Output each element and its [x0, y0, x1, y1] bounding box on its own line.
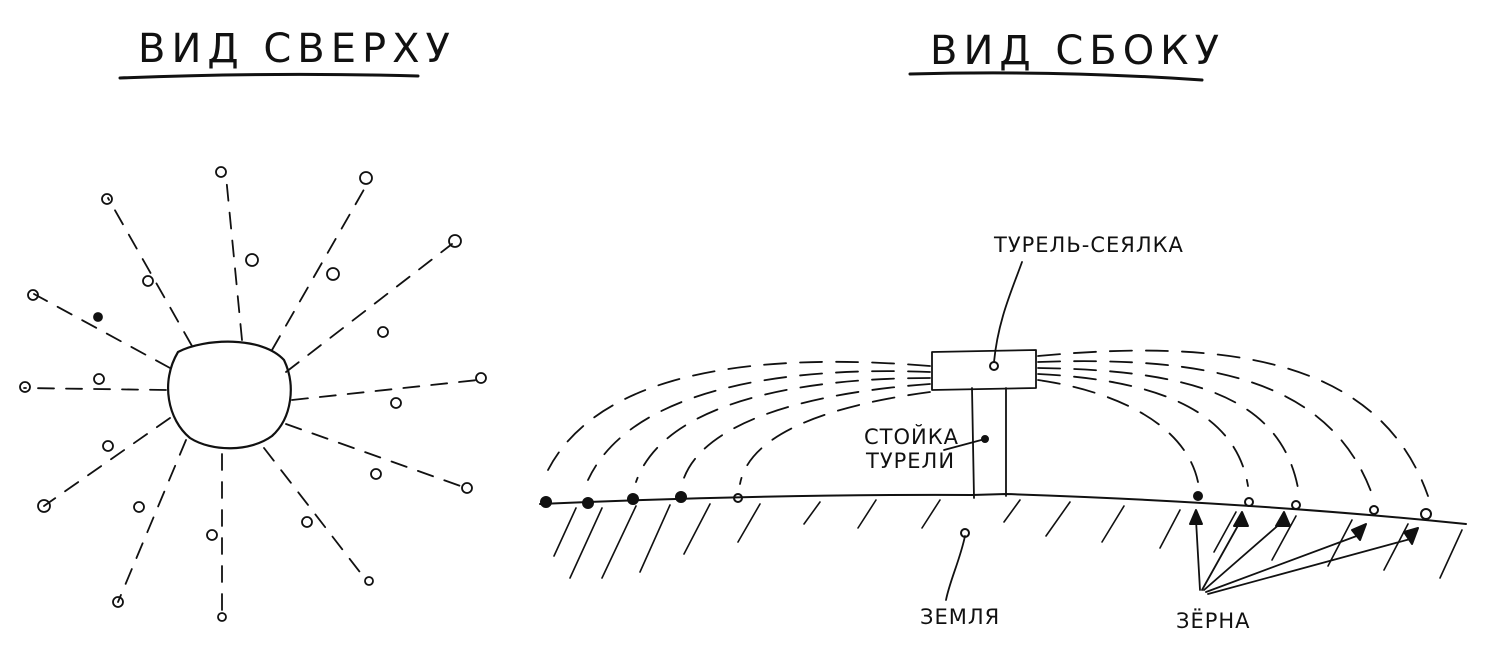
buried-seed: [1233, 511, 1249, 527]
turret-label: ТУРЕЛЬ-СЕЯЛКА: [993, 233, 1184, 257]
seed-dot: [1420, 508, 1432, 520]
seed-dot: [301, 516, 313, 528]
seed-dot: [1244, 497, 1254, 507]
side-view: ВИД СБОКУ: [539, 28, 1467, 633]
seed-leader: [1207, 537, 1415, 595]
seed-dot: [245, 253, 259, 267]
top-view-seeds: [19, 166, 487, 622]
ground-hatching: [553, 499, 1463, 579]
side-view-seeds: [540, 361, 1432, 538]
seed-dot: [37, 499, 51, 513]
side-view-title: ВИД СБОКУ: [930, 28, 1225, 74]
seed-dot: [215, 166, 227, 178]
seed-dot: [582, 497, 594, 509]
leader-lines: [943, 261, 1415, 601]
top-view-title: ВИД СВЕРХУ: [138, 26, 456, 72]
seed-dot: [326, 267, 340, 281]
seed-dot: [359, 171, 373, 185]
seed-dot: [448, 234, 462, 248]
seed-dot: [1291, 500, 1301, 510]
ground-label: ЗЕМЛЯ: [920, 605, 1000, 629]
turret-top-circle: [167, 340, 292, 450]
stand-label-line1: СТОЙКА: [864, 424, 959, 449]
buried-seeds: [1189, 509, 1419, 545]
side-view-trajectories: [547, 349, 1429, 497]
turret: [931, 349, 1037, 499]
seed-dot: [461, 482, 473, 494]
seed-dot: [675, 491, 687, 503]
seed-dot: [370, 468, 382, 480]
turret-leader: [993, 261, 1023, 363]
top-view-trajectories: [23, 175, 479, 617]
seed-dot: [142, 275, 154, 287]
seed-dot: [540, 496, 552, 508]
turret-head-marker: [989, 361, 999, 371]
seed-dot: [1193, 491, 1203, 501]
seed-dot: [101, 193, 113, 205]
seed-dot: [27, 289, 39, 301]
stand-leader: [943, 438, 986, 451]
seed-dot: [364, 576, 374, 586]
seed-leader: [1205, 533, 1363, 593]
seed-dot: [112, 596, 124, 608]
seed-dot: [1369, 505, 1379, 515]
seed-dot: [390, 397, 402, 409]
seed-dot: [19, 381, 31, 393]
buried-seed: [1275, 511, 1291, 527]
seed-dot: [93, 312, 103, 322]
seed-dot: [206, 529, 218, 541]
seed-dot: [102, 440, 114, 452]
buried-seed: [1403, 527, 1419, 545]
side-view-title-underline: [908, 71, 1204, 82]
seed-dot: [217, 612, 227, 622]
seed-dot: [377, 326, 389, 338]
seed-dot: [627, 493, 639, 505]
top-view-title-underline: [118, 72, 420, 80]
stand-label-line2: ТУРЕЛИ: [865, 449, 955, 473]
seed-dot: [93, 373, 105, 385]
seed-dot: [733, 493, 743, 503]
ground-leader: [945, 535, 966, 601]
top-view: ВИД СВЕРХУ: [19, 26, 487, 622]
seed-leader: [1195, 519, 1201, 591]
seed-leader: [1203, 521, 1283, 591]
turret-head: [931, 349, 1037, 391]
seeds-label: ЗЁРНА: [1176, 608, 1251, 633]
seed-dot: [133, 501, 145, 513]
buried-seed: [1351, 523, 1367, 541]
seed-leader: [1201, 521, 1241, 591]
seed-dot: [475, 372, 487, 384]
